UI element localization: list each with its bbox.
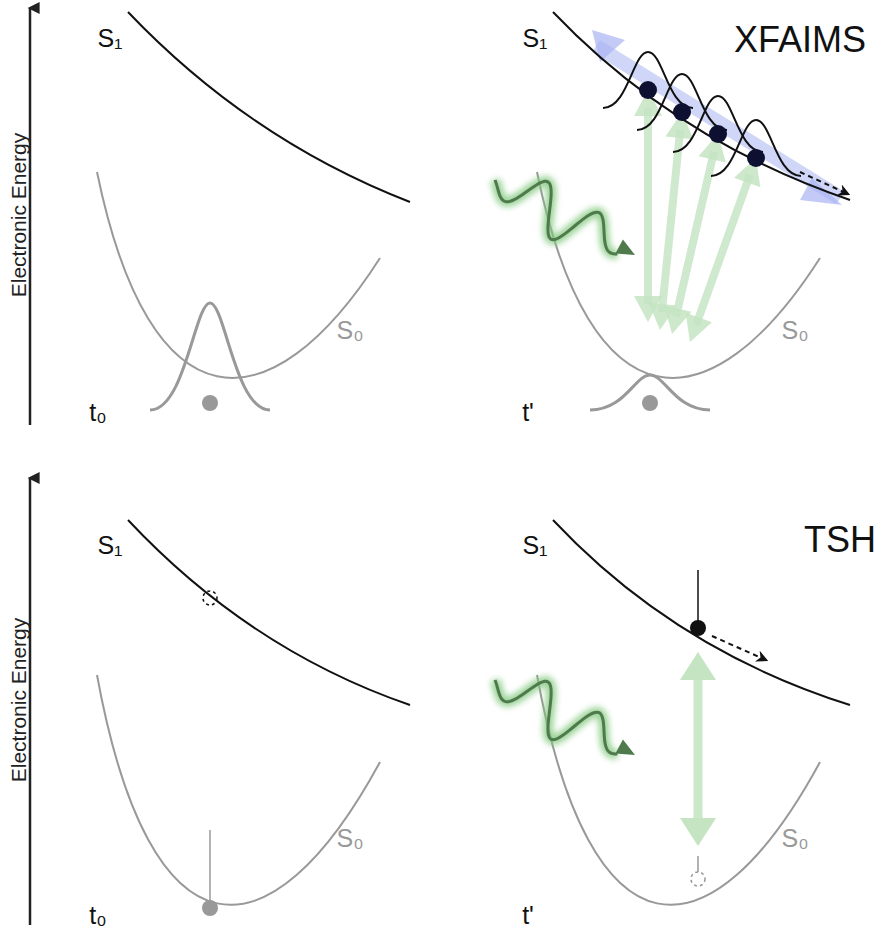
- state-label: S₁: [97, 26, 122, 51]
- excitation-head: [686, 313, 712, 342]
- inactive-state: [203, 591, 217, 605]
- state-label: S₀: [781, 318, 808, 343]
- photon-glow: [495, 680, 617, 754]
- state-label: S₀: [336, 826, 363, 851]
- propagation-arrow: [712, 636, 766, 660]
- trajectory: [202, 900, 218, 916]
- method-title: XFAIMS: [734, 22, 866, 58]
- trajectory-stick: [697, 570, 699, 622]
- tbf-center: [747, 149, 765, 167]
- energy-axis: [29, 478, 32, 925]
- excitation-arrow: [696, 175, 750, 325]
- trajectory-stick: [697, 856, 699, 872]
- trajectory-stick: [209, 830, 211, 900]
- nuclear-position: [642, 395, 658, 411]
- state-label: S₁: [522, 26, 547, 51]
- state-label: S₁: [97, 533, 122, 558]
- excitation-arrow: [662, 130, 680, 312]
- excitation-head: [680, 818, 716, 846]
- band-head: [800, 178, 842, 205]
- time-label: t₀: [89, 903, 106, 928]
- propagation-arrow: [800, 172, 848, 194]
- time-label: t₀: [89, 400, 106, 425]
- spawn-band: [592, 40, 845, 204]
- trajectory: [690, 620, 706, 636]
- time-label: t': [522, 903, 534, 928]
- tbf-center: [709, 125, 727, 143]
- state-label: S₀: [781, 826, 808, 851]
- tbf-center: [639, 81, 657, 99]
- trajectory-basis-functions: [603, 52, 801, 176]
- state-label: S₁: [522, 533, 547, 558]
- wavepacket: [150, 303, 270, 410]
- photon: [495, 180, 617, 254]
- photon-glow: [495, 180, 617, 254]
- s0-curve: [97, 172, 380, 378]
- excitation-head: [680, 652, 716, 680]
- photon-head: [615, 239, 635, 255]
- gaussian: [711, 120, 801, 176]
- s1-curve: [128, 12, 410, 202]
- former-state: [691, 872, 705, 886]
- gaussian: [603, 52, 693, 108]
- axis-label: Electronic Energy: [8, 618, 29, 783]
- s0-curve: [537, 675, 820, 905]
- photon-head: [615, 739, 635, 755]
- wavepacket: [590, 375, 710, 410]
- s0-curve: [97, 675, 380, 905]
- axis-label: Electronic Energy: [8, 133, 29, 298]
- method-title: TSH: [804, 522, 876, 558]
- energy-axis: [29, 8, 32, 425]
- nuclear-position: [202, 395, 218, 411]
- s1-curve: [128, 520, 410, 705]
- gaussian: [637, 74, 727, 130]
- photons: [495, 180, 635, 755]
- time-label: t': [522, 400, 534, 425]
- s0-curve: [537, 172, 820, 378]
- tbf-center: [673, 103, 691, 121]
- excitation-arrow: [644, 108, 652, 304]
- photon: [495, 680, 617, 754]
- band-head: [592, 30, 625, 62]
- state-label: S₀: [336, 318, 363, 343]
- excitation-arrow: [694, 668, 703, 830]
